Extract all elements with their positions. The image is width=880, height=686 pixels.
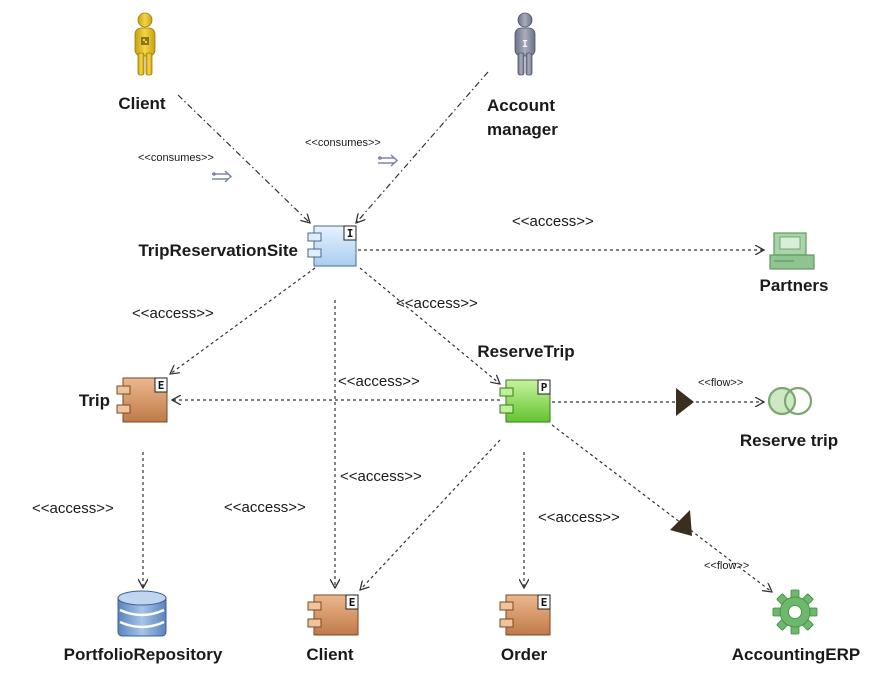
edge-reservetrip-flow-erp: [551, 424, 772, 592]
stereotype-access-site-client: <<access>>: [224, 499, 306, 516]
account-manager-actor[interactable]: I Account manager: [487, 12, 558, 139]
entity-badge: E: [541, 596, 548, 609]
stereotype-access-trip: <<access>>: [132, 305, 214, 322]
trip-label: Trip: [79, 391, 110, 410]
stereotype-access-reservetrip: <<access>>: [396, 295, 478, 312]
component-icon: E: [307, 594, 359, 636]
client-entity-label: Client: [306, 645, 354, 664]
reserve-trip-flow-node[interactable]: Reserve trip: [740, 386, 838, 450]
entity-badge: E: [158, 379, 165, 392]
component-icon: I: [307, 225, 357, 267]
flow-token-icon: [670, 510, 692, 536]
edge-client-consumes-site: [177, 94, 310, 223]
portfolio-repository-node[interactable]: PortfolioRepository: [64, 590, 223, 664]
entity-badge: E: [349, 596, 356, 609]
stereotype-access-reservetrip-trip: <<access>>: [338, 373, 420, 390]
client-actor-icon: [134, 12, 156, 76]
partners-node[interactable]: Partners: [760, 232, 829, 295]
component-icon: E: [499, 594, 551, 636]
edges: [143, 71, 772, 592]
stereotype-consumes-client: <<consumes>>: [138, 152, 214, 164]
order-component[interactable]: E Order: [499, 594, 551, 664]
stereotype-access-repository: <<access>>: [32, 500, 114, 517]
stereotype-access-order: <<access>>: [538, 509, 620, 526]
edge-site-access-reservetrip: [359, 267, 500, 384]
consumes-glyph-icon: [378, 154, 399, 167]
stereotype-flow-reservetrip: <<flow>>: [698, 377, 743, 389]
stereotype-consumes-manager: <<consumes>>: [305, 137, 381, 149]
database-icon: [117, 590, 167, 637]
accounting-erp-node[interactable]: AccountingERP: [732, 589, 860, 664]
flow-rings-icon: [767, 386, 813, 416]
partner-terminal-icon: [769, 232, 815, 270]
stereotype-labels: <<consumes>> <<consumes>> <<access>> <<a…: [32, 137, 749, 572]
account-manager-label-line1: Account: [487, 96, 555, 115]
flow-token-icon: [676, 388, 694, 416]
stereotype-flow-erp: <<flow>>: [704, 560, 749, 572]
process-badge: P: [541, 381, 548, 394]
reserve-trip-component[interactable]: ReserveTrip P: [477, 342, 575, 423]
stereotype-access-partners: <<access>>: [512, 213, 594, 230]
portfolio-repository-label: PortfolioRepository: [64, 645, 223, 664]
gear-icon: [772, 589, 818, 635]
client-actor[interactable]: Client: [118, 12, 166, 113]
account-manager-label-line2: manager: [487, 120, 558, 139]
client-entity-component[interactable]: E Client: [306, 594, 359, 664]
client-actor-label: Client: [118, 94, 166, 113]
trip-component[interactable]: Trip E: [79, 377, 168, 423]
component-icon: P: [499, 379, 551, 423]
order-label: Order: [501, 645, 548, 664]
component-icon: E: [116, 377, 168, 423]
edge-manager-consumes-site: [356, 71, 489, 223]
accounting-erp-label: AccountingERP: [732, 645, 860, 664]
account-manager-actor-icon: I: [514, 12, 536, 76]
svg-text:I: I: [522, 39, 528, 50]
trip-reservation-site-component[interactable]: I TripReservationSite: [138, 225, 357, 267]
partners-label: Partners: [760, 276, 829, 295]
reserve-trip-flow-label: Reserve trip: [740, 431, 838, 450]
reserve-trip-label: ReserveTrip: [477, 342, 574, 361]
consumes-glyph-icon: [212, 170, 233, 183]
stereotype-access-reservetrip-client: <<access>>: [340, 468, 422, 485]
trip-reservation-site-label: TripReservationSite: [138, 241, 298, 260]
edge-reservetrip-access-client: [360, 439, 501, 590]
interface-badge: I: [347, 227, 354, 240]
